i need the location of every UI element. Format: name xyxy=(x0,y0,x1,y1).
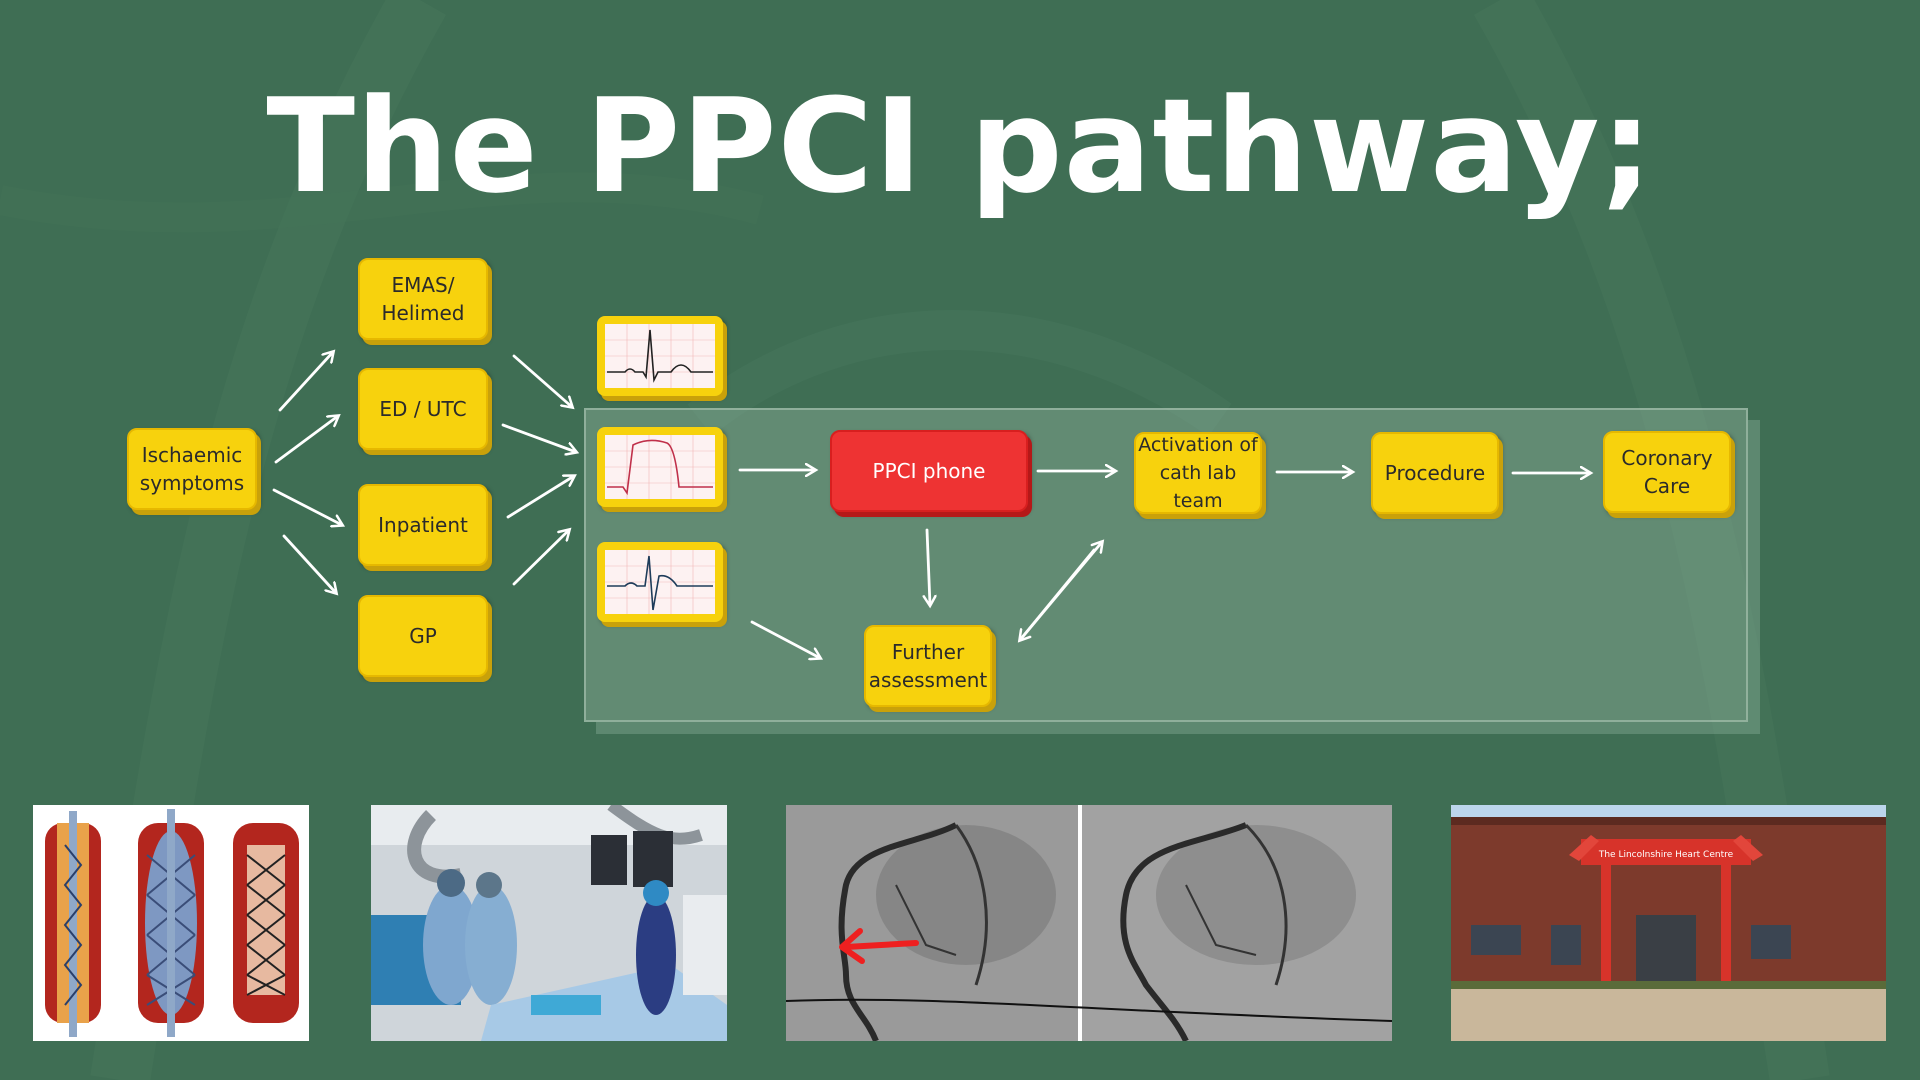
arrow-inpatient-ecg xyxy=(506,476,574,519)
stent-illustration xyxy=(33,805,309,1041)
coronary-line2: Care xyxy=(1643,474,1691,498)
activation-line2: cath lab team xyxy=(1159,462,1237,512)
ischaemic-symptoms-node: Ischaemic symptoms xyxy=(127,428,257,510)
arrow-ed-ecg xyxy=(501,423,576,452)
arrow-symptoms-inpatient xyxy=(272,488,342,525)
emas-line1: EMAS/ xyxy=(391,273,455,297)
arrow-activation-further xyxy=(1020,548,1096,640)
arrow-symptoms-ed xyxy=(274,416,338,464)
ed-label: ED / UTC xyxy=(379,397,467,421)
ischaemic-line2: symptoms xyxy=(139,471,245,495)
ecg-stemi-icon xyxy=(605,435,715,499)
procedure-label: Procedure xyxy=(1384,461,1486,485)
ecg-abnormal-thumb xyxy=(597,542,723,622)
ecg-normal-thumb xyxy=(597,316,723,396)
page-title: The PPCI pathway; xyxy=(266,70,1654,222)
building-sign-text: The Lincolnshire Heart Centre xyxy=(1598,850,1734,860)
activation-line1: Activation of xyxy=(1138,434,1258,456)
ischaemic-line1: Ischaemic xyxy=(141,443,243,467)
cath-lab-photo xyxy=(371,805,727,1041)
ecg-stemi-thumb xyxy=(597,427,723,507)
gp-label: GP xyxy=(409,624,437,648)
ed-utc-node: ED / UTC xyxy=(358,368,488,450)
gp-node: GP xyxy=(358,595,488,677)
emas-helimed-node: EMAS/Helimed xyxy=(358,258,488,340)
further-line2: assessment xyxy=(868,668,988,692)
angiogram-images xyxy=(786,805,1392,1041)
inpatient-label: Inpatient xyxy=(378,513,468,537)
heart-centre-building-photo: The Lincolnshire Heart Centre xyxy=(1451,805,1886,1041)
ppci-phone-node: PPCI phone xyxy=(830,430,1028,512)
ppci-phone-label: PPCI phone xyxy=(872,459,986,483)
coronary-line1: Coronary xyxy=(1621,446,1713,470)
arrow-ecg-further xyxy=(750,620,820,658)
arrow-ppci-further xyxy=(927,528,930,605)
activation-node: Activation of cath lab team xyxy=(1134,432,1262,514)
arrow-gp-ecg xyxy=(512,530,569,586)
further-assessment-node: Further assessment xyxy=(864,625,992,707)
inpatient-node: Inpatient xyxy=(358,484,488,566)
emas-line2: Helimed xyxy=(381,301,465,325)
further-line1: Further xyxy=(891,640,965,664)
arrow-emas-ecg xyxy=(512,354,572,407)
ecg-normal-icon xyxy=(605,324,715,388)
procedure-node: Procedure xyxy=(1371,432,1499,514)
arrow-symptoms-gp xyxy=(282,534,336,593)
ecg-abnormal-icon xyxy=(605,550,715,614)
arrow-symptoms-emas xyxy=(278,352,333,412)
